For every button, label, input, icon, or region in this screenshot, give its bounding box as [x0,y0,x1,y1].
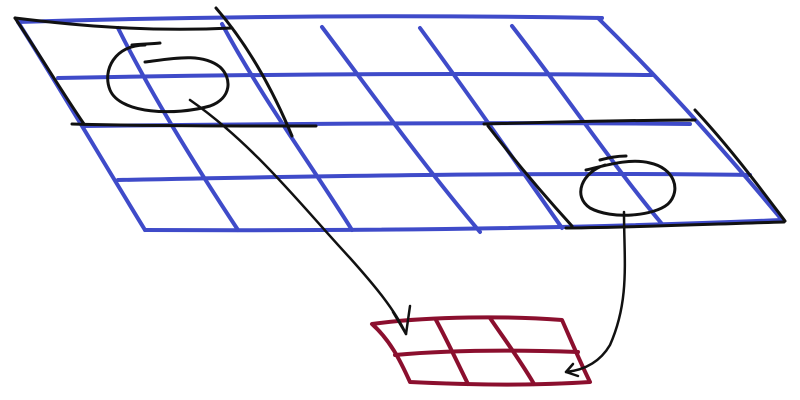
left-to-small-grid-arrowhead [391,304,412,336]
small-grid-lines [370,315,592,387]
large-grid-column-line-5 [510,24,664,226]
large-grid-top-edge [16,14,604,24]
right-region-top-edge [482,118,697,126]
large-grid-column-line-3 [320,25,482,234]
small-grid-column-line-1 [434,318,470,386]
small-grid [370,315,592,387]
right-region-right-edge [693,108,787,223]
large-grid-right-edge [596,16,784,222]
left-to-small-grid-arrow-line [188,98,408,336]
black-annotations [13,6,787,378]
left-region-bottom-edge [70,122,318,128]
large-grid-row-line-1 [56,72,654,80]
small-grid-column-line-2 [488,316,536,386]
right-selection-circle [579,159,677,217]
large-grid-column-line-2 [220,22,354,232]
left-region-left-edge [13,16,86,126]
right-circle-tick [598,154,628,162]
large-grid-column-line-4 [418,26,564,230]
right-region-left-edge [486,124,574,228]
small-grid-outline [370,315,592,387]
right-to-small-grid-arrowhead [564,362,580,378]
right-region-bottom-edge [564,220,786,230]
left-region-right-edge [214,6,294,138]
right-to-small-grid-arrow-line [564,210,627,374]
left-circle-tick [130,41,162,47]
small-grid-row-line [393,348,580,357]
large-grid-bottom-edge [143,218,784,233]
left-region-top-edge [13,16,234,31]
large-grid-column-line-1 [116,26,240,232]
left-selection-circle [106,43,230,114]
